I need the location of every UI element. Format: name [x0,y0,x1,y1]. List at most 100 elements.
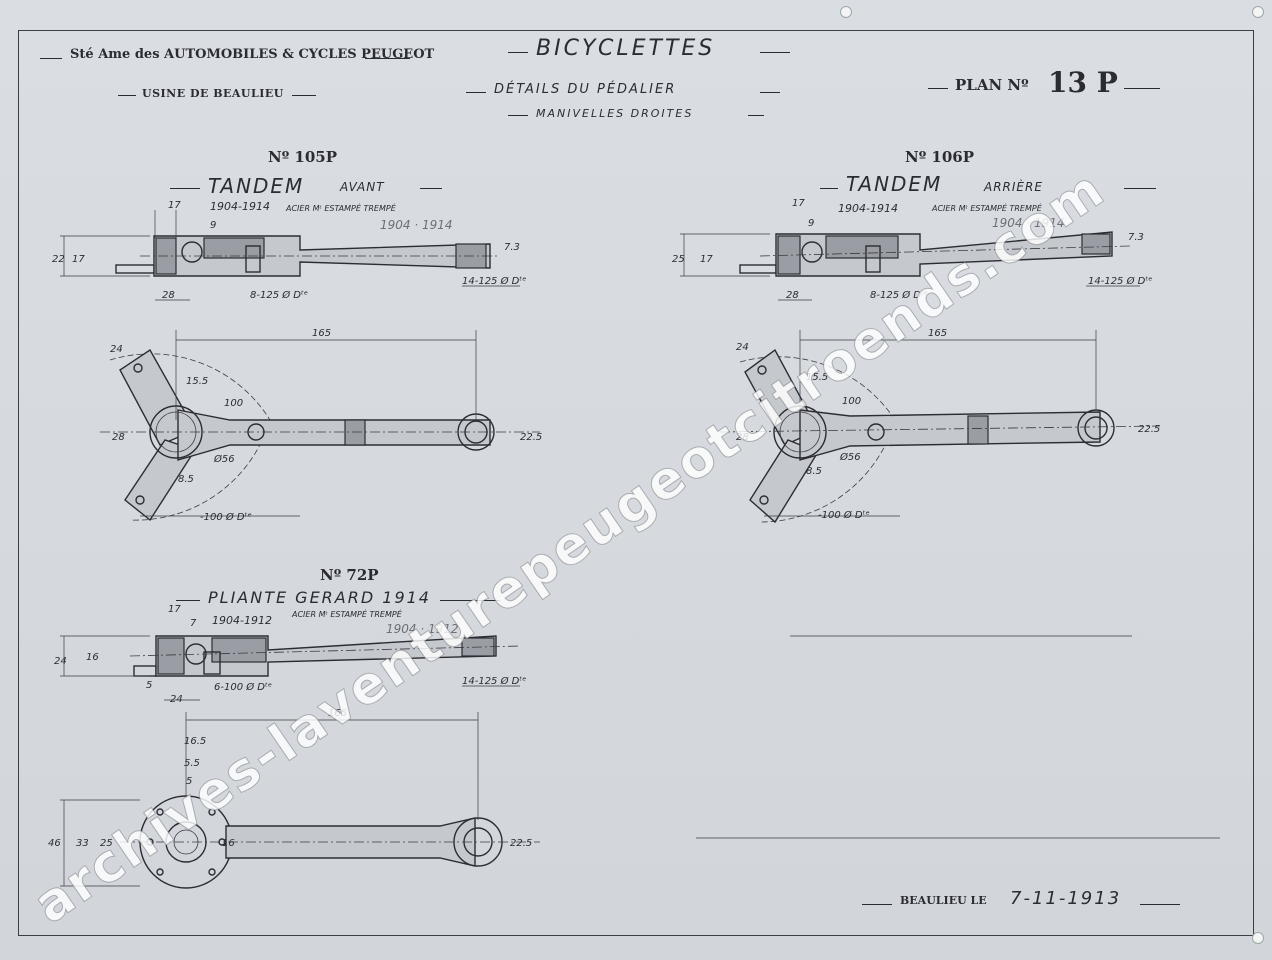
dim-label: 16.5 [184,736,206,747]
crank-72p-elevation: 17 7 24 16 5 24 6-100 Ø Dᵗᵉ 14-125 Ø Dᵗᵉ [54,604,526,705]
part-106p-years: 1904-1914 [838,202,898,215]
part-72p-name: PLIANTE GERARD 1914 [208,588,431,607]
dim-label: 9 [210,220,216,231]
part-72p-material: ACIER Mᵗ ESTAMPÉ TREMPÉ [292,610,402,619]
dim-label: 100 [842,396,861,407]
dim-label: 8-125 Ø Dᵗᵉ [870,289,928,301]
dim-label: 7.3 [1128,232,1144,243]
dim-label: 25 [100,838,113,849]
rule [118,95,136,96]
rule [1140,904,1180,905]
dim-label: 28 [786,290,799,301]
rule [420,188,442,189]
dim-label: 8.5 [806,466,822,477]
dim-label: 22.5 [510,838,532,849]
rule [40,58,62,59]
part-105p-number: Nº 105P [268,148,338,166]
rule [365,58,410,59]
dim-label: Ø56 [213,453,235,465]
rule [170,188,200,189]
dim-label: 22 [52,254,65,265]
dim-label: Ø56 [839,451,861,463]
dim-label: 5 [146,680,152,691]
dim-label: 17 [700,254,713,265]
part-106p-number: Nº 106P [905,148,975,166]
plan-number: 13 P [1048,66,1118,99]
dim-label: 8.5 [178,474,194,485]
part-106p-pencil-note: 1904 · 1914 [992,216,1065,230]
dim-label: 28 [736,432,749,443]
crank-72p-plan: 165 16.5 5.5 5 46 33 25 16 22.5 [48,708,540,889]
crank-106p-elevation: 17 9 25 17 28 8-125 Ø Dᵗᵉ 14-125 Ø Dᵗᵉ 7… [672,198,1152,301]
part-105p-material: ACIER Mᵗ ESTAMPÉ TREMPÉ [286,204,396,213]
part-72p-pencil-note: 1904 · 1912 [386,622,459,636]
part-106p-name: TANDEM [846,172,943,196]
crank-105p-elevation: 17 9 22 17 28 8-125 Ø Dᵗᵉ 14-125 Ø Dᵗᵉ 7… [52,200,526,301]
rule [748,115,764,116]
dim-label: 5.5 [184,758,200,769]
dim-label: 17 [792,198,805,209]
rule [820,188,838,189]
dim-label: 165 [328,708,347,719]
crank-106p-plan: 165 24 15.5 100 28 22.5 8.5 Ø56 -100 Ø D… [719,328,1160,524]
dim-label: 14-125 Ø Dᵗᵉ [462,675,526,687]
part-105p-name: TANDEM [208,174,305,198]
part-72p-number: Nº 72P [320,566,379,584]
part-105p-suffix: AVANT [340,180,385,194]
dim-label: 17 [168,200,181,211]
rule [1124,188,1156,189]
dim-label: 165 [928,328,947,339]
company-name: Sté Ame des AUTOMOBILES & CYCLES PEUGEOT [70,47,435,62]
rule [760,52,790,53]
footer-date: 7-11-1913 [1010,888,1122,909]
drawing-subtitle: DÉTAILS DU PÉDALIER [494,82,677,97]
dim-label: 165 [312,328,331,339]
dim-label: 22.5 [520,432,542,443]
pin-hole [1252,932,1264,944]
rule [466,92,486,93]
part-105p-pencil-note: 1904 · 1914 [380,218,453,232]
rule [760,92,780,93]
part-106p-material: ACIER Mᵗ ESTAMPÉ TREMPÉ [932,204,1042,213]
dim-label: -100 Ø Dᵗᵉ [200,511,252,523]
pin-hole [840,6,852,18]
dim-label: 24 [110,344,123,355]
part-106p-suffix: ARRIÈRE [984,180,1043,194]
dim-label: 15.5 [186,376,208,387]
dim-label: 17 [168,604,181,615]
dim-label: 6-100 Ø Dᵗᵉ [214,681,272,693]
rule [440,600,500,601]
dim-label: 17 [72,254,85,265]
rule [176,600,200,601]
drawing-border [18,30,1254,936]
rule [928,88,948,89]
dim-label: 28 [162,290,175,301]
dim-label: 14-125 Ø Dᵗᵉ [1088,275,1152,287]
dim-label: 25 [672,254,685,265]
part-72p-years: 1904-1912 [212,614,272,627]
drawing-subtitle-2: MANIVELLES DROITES [536,107,694,120]
footer-place: BEAULIEU LE [900,894,987,907]
dim-label: 33 [76,838,89,849]
plan-label: PLAN Nº [955,76,1029,94]
dim-label: 28 [112,432,125,443]
dim-label: 46 [48,838,61,849]
part-105p-years: 1904-1914 [210,200,270,213]
rule [508,52,528,53]
drawing-title: BICYCLETTES [536,36,716,61]
rule [508,115,528,116]
dim-label: 24 [170,694,183,705]
dim-label: 24 [54,656,67,667]
dim-label: 100 [224,398,243,409]
dim-label: 7.3 [504,242,520,253]
dim-label: 14-125 Ø Dᵗᵉ [462,275,526,287]
dim-label: 7 [190,618,197,629]
factory-name: USINE DE BEAULIEU [142,87,284,100]
dim-label: 16 [86,652,99,663]
rule [862,904,892,905]
dim-label: 24 [736,342,749,353]
dim-label: -100 Ø Dᵗᵉ [818,509,870,521]
dim-label: 8-125 Ø Dᵗᵉ [250,289,308,301]
